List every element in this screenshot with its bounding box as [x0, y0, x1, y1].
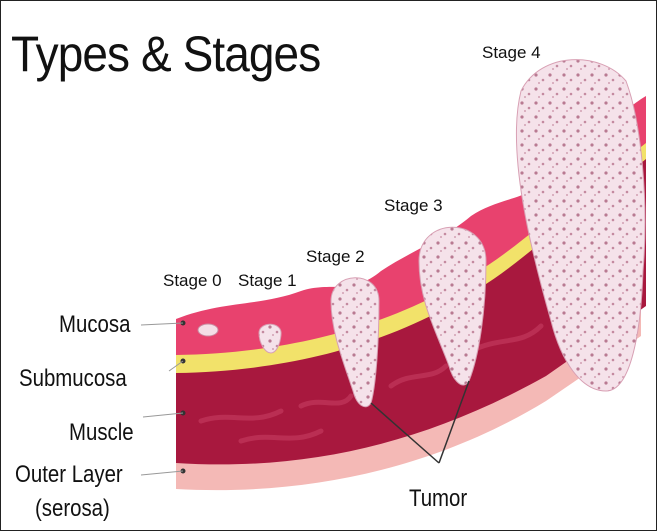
submucosa-label: Submucosa [19, 365, 127, 393]
stage0-label: Stage 0 [163, 271, 222, 291]
page-title: Types & Stages [11, 25, 320, 83]
stage2-label: Stage 2 [306, 247, 365, 267]
stage3-label: Stage 3 [384, 196, 443, 216]
stage4-label: Stage 4 [482, 43, 541, 63]
stage1-label: Stage 1 [238, 271, 297, 291]
mucosa-label: Mucosa [59, 311, 130, 339]
muscle-label: Muscle [69, 419, 134, 447]
stage0-tumor [198, 324, 218, 336]
serosa-label: (serosa) [35, 495, 110, 523]
tumor-label: Tumor [409, 485, 467, 513]
outer-layer-label: Outer Layer [15, 461, 123, 489]
